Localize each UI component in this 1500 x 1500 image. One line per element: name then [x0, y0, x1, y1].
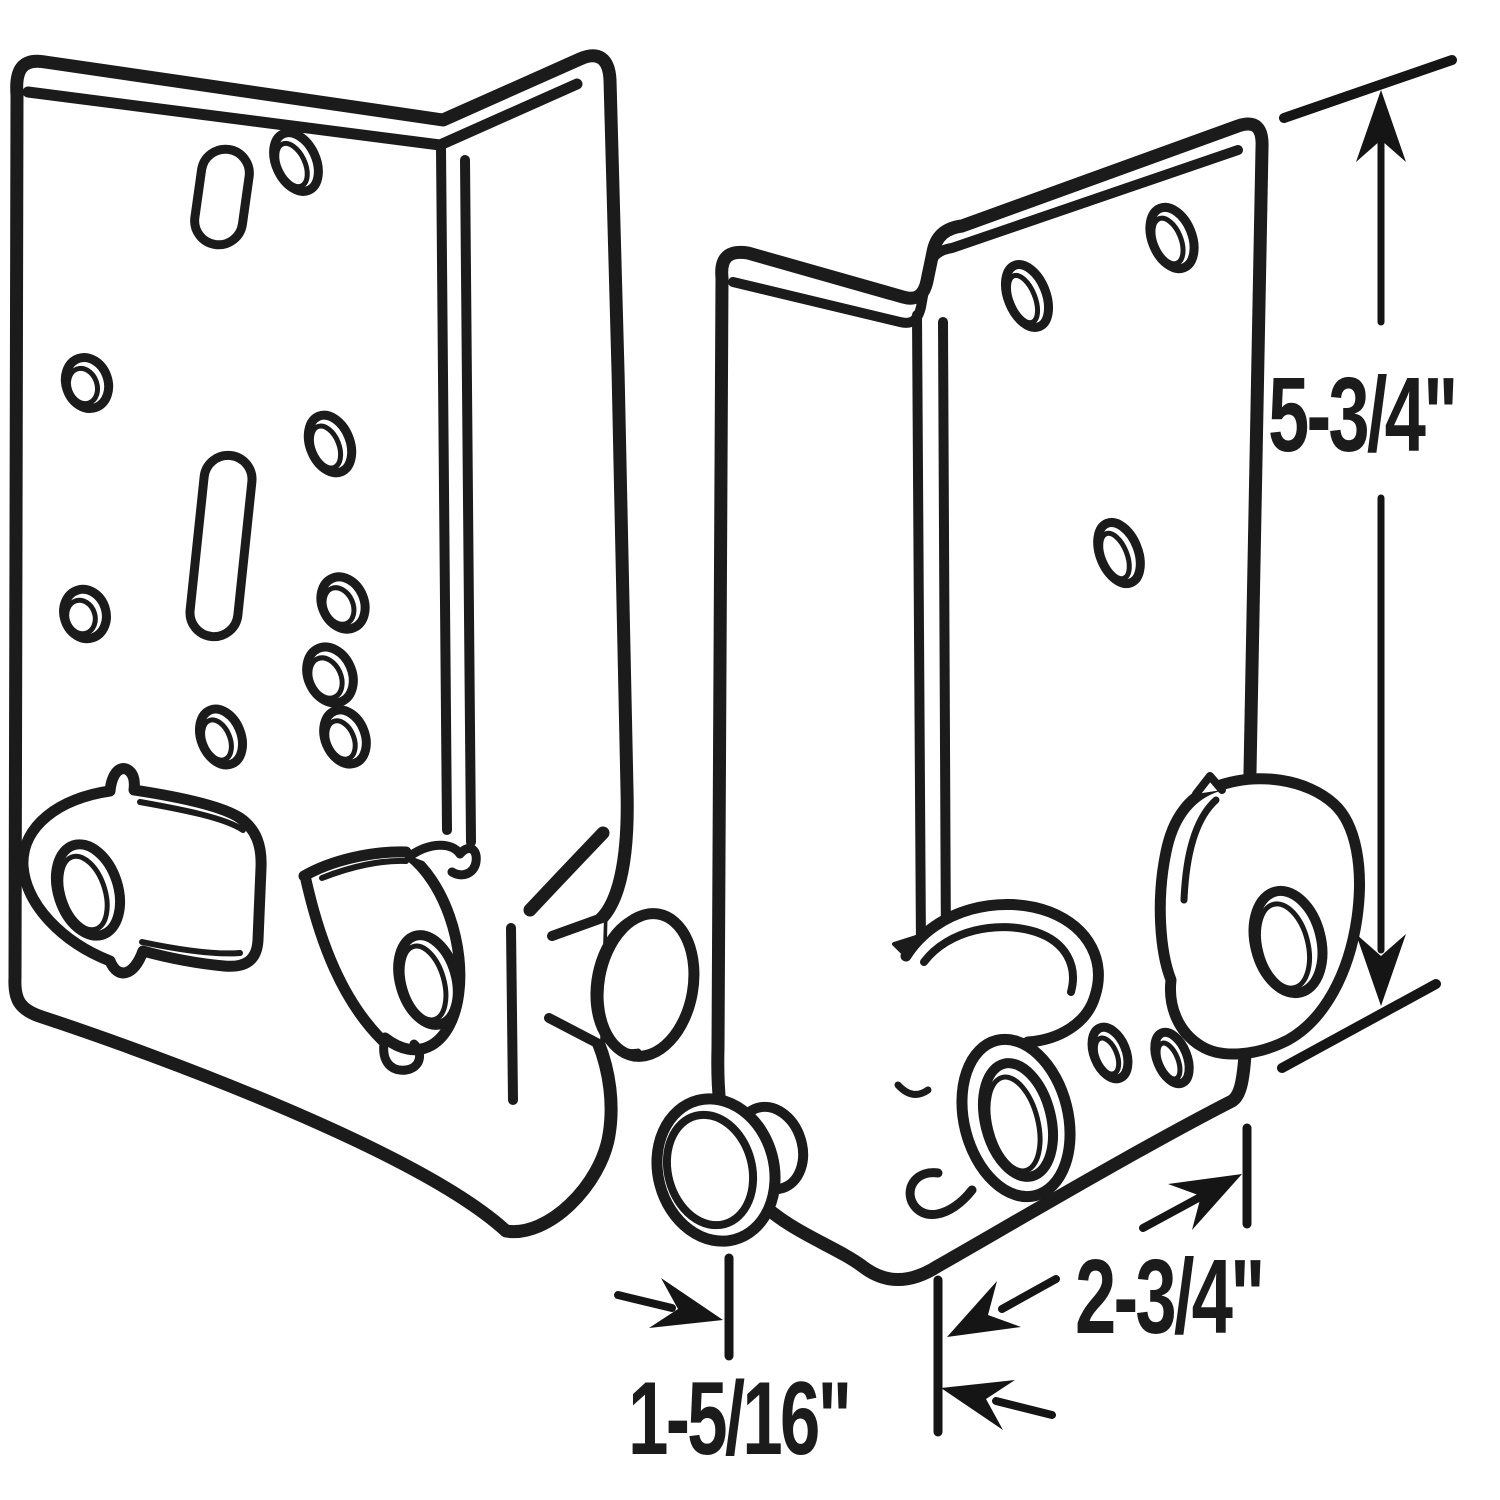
right-bracket-fold-line-2	[938, 317, 951, 961]
line-art-segment	[58, 853, 110, 933]
extension-line-bottom	[1277, 979, 1441, 1073]
left-bracket-flange-slash	[523, 826, 610, 917]
line-art-segment	[319, 857, 409, 881]
line-art-segment	[1005, 272, 1041, 326]
line-art-segment	[298, 846, 412, 882]
line-art-segment	[1092, 1035, 1122, 1077]
dimension-depth	[947, 1123, 1252, 1337]
right-bracket-keyhole-tab	[1154, 772, 1365, 1060]
dimension-arrow-down-left-icon	[947, 1281, 1021, 1337]
dimension-stud-offset	[614, 1253, 1056, 1437]
line-art-segment	[985, 1074, 1043, 1174]
right-bracket-top-edge-inner	[728, 145, 1243, 328]
dimension-arrow-down-icon	[1356, 934, 1406, 1006]
line-art-segment	[200, 717, 234, 763]
line-art-segment	[1150, 215, 1186, 267]
line-art-segment	[549, 917, 604, 1045]
line-art-segment	[399, 943, 449, 1023]
line-art-segment	[894, 1081, 932, 1098]
left-bracket-stud	[544, 908, 700, 1062]
dimension-annotations	[614, 55, 1457, 1437]
line-art-segment	[1098, 530, 1132, 582]
arrow-shaft	[614, 1291, 676, 1312]
line-art-segment	[544, 1013, 602, 1048]
arrow-shaft	[992, 1397, 1056, 1419]
line-art-segment	[662, 1110, 758, 1230]
line-art-segment	[1192, 772, 1226, 798]
right-bracket	[651, 117, 1365, 1286]
line-art-segment	[920, 923, 1077, 996]
dimension-arrow-up-right-icon	[1168, 1174, 1242, 1230]
left-bracket	[8, 49, 700, 1239]
keyhole-opening	[1248, 885, 1328, 999]
line-art-segment	[1255, 901, 1313, 991]
dimension-arrow-left-icon	[941, 1380, 1015, 1430]
arrow-shaft	[1139, 1191, 1208, 1232]
line-art-segment	[905, 1168, 977, 1219]
line-art-segment	[308, 423, 344, 471]
line-art-segment	[405, 840, 481, 880]
left-bracket-keyhole-tab-1	[17, 763, 267, 979]
line-art-segment	[547, 913, 607, 941]
line-art-segment	[892, 935, 918, 958]
line-art-segment	[137, 799, 246, 833]
dimension-depth-label: 2-3/4"	[1075, 1238, 1265, 1356]
line-art-segment	[324, 718, 358, 762]
line-art-segment	[590, 912, 644, 1057]
line-art-segment	[64, 597, 98, 637]
dimension-arrow-right-icon	[649, 1278, 723, 1328]
dimension-height-label: 5-3/4"	[1268, 356, 1458, 474]
line-art-segment	[8, 49, 1457, 1437]
mounting-slot-top	[190, 144, 254, 250]
clip-opening	[978, 1058, 1058, 1182]
line-art-segment	[321, 585, 357, 627]
left-bracket-flange-edge-line	[506, 923, 518, 1105]
line-art-segment	[300, 874, 388, 1046]
extension-line-top	[1279, 55, 1457, 123]
line-art-segment	[379, 1033, 425, 1075]
left-bracket-fold-line-1	[436, 143, 452, 835]
mounting-slot-long	[185, 450, 257, 642]
right-bracket-fold-line-1	[912, 310, 926, 955]
dimension-arrow-up-icon	[1356, 90, 1406, 162]
line-art-segment	[65, 365, 101, 407]
left-bracket-keyhole-tab-2	[298, 840, 481, 1075]
line-art-segment	[139, 939, 243, 957]
line-art-segment	[1180, 796, 1220, 904]
right-bracket-stud	[651, 1093, 809, 1247]
right-bracket-spring-clip	[892, 898, 1104, 1219]
left-bracket-fold-line-2	[460, 155, 476, 847]
line-art-segment	[274, 140, 310, 190]
left-bracket-holes	[59, 128, 371, 770]
arrow-shaft	[998, 1275, 1060, 1313]
line-art-segment	[307, 655, 345, 701]
line-art-segment	[1155, 1040, 1183, 1082]
dimension-height	[1277, 55, 1457, 1073]
dimension-stud-offset-label: 1-5/16"	[628, 1361, 852, 1477]
